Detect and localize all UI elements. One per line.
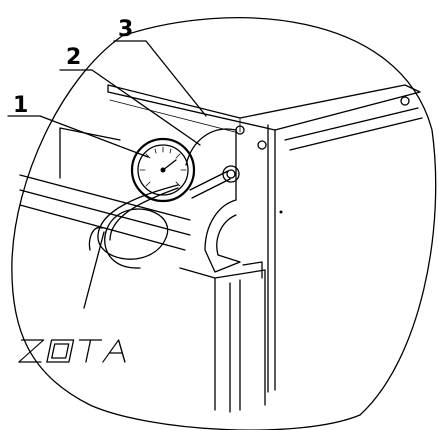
top-cover-panel (107, 84, 421, 131)
callout-leader-1 (7, 115, 149, 158)
thermometer-bezel (130, 137, 196, 203)
front-panel-frame (59, 127, 121, 179)
sensor-probe (189, 170, 231, 199)
right-bolt (400, 96, 410, 106)
sensor-sleeve-inner (226, 169, 236, 179)
door-right-column (242, 261, 263, 279)
needle-pivot (160, 167, 166, 173)
right-side-wall (267, 107, 423, 393)
mount-bracket (185, 128, 241, 273)
callout-label-1: 1 (13, 93, 28, 118)
front-door-block (179, 267, 266, 413)
callout-leader-3 (113, 40, 207, 117)
detail-outline (11, 17, 437, 430)
brand-logo (18, 339, 126, 363)
capillary-tube (83, 184, 179, 309)
callout-label-3: 3 (118, 17, 133, 42)
thermometer-needle (162, 159, 177, 171)
corner-bolt (257, 140, 267, 150)
thermometer-scale (139, 146, 187, 187)
thermometer-dial (137, 144, 189, 196)
callout-leader-2 (59, 69, 201, 146)
callout-label-2: 2 (66, 45, 81, 70)
side-rivet (279, 210, 283, 214)
top-cover-inner-edge (109, 99, 241, 133)
thermometer (130, 137, 196, 203)
front-panel-top (19, 174, 191, 251)
